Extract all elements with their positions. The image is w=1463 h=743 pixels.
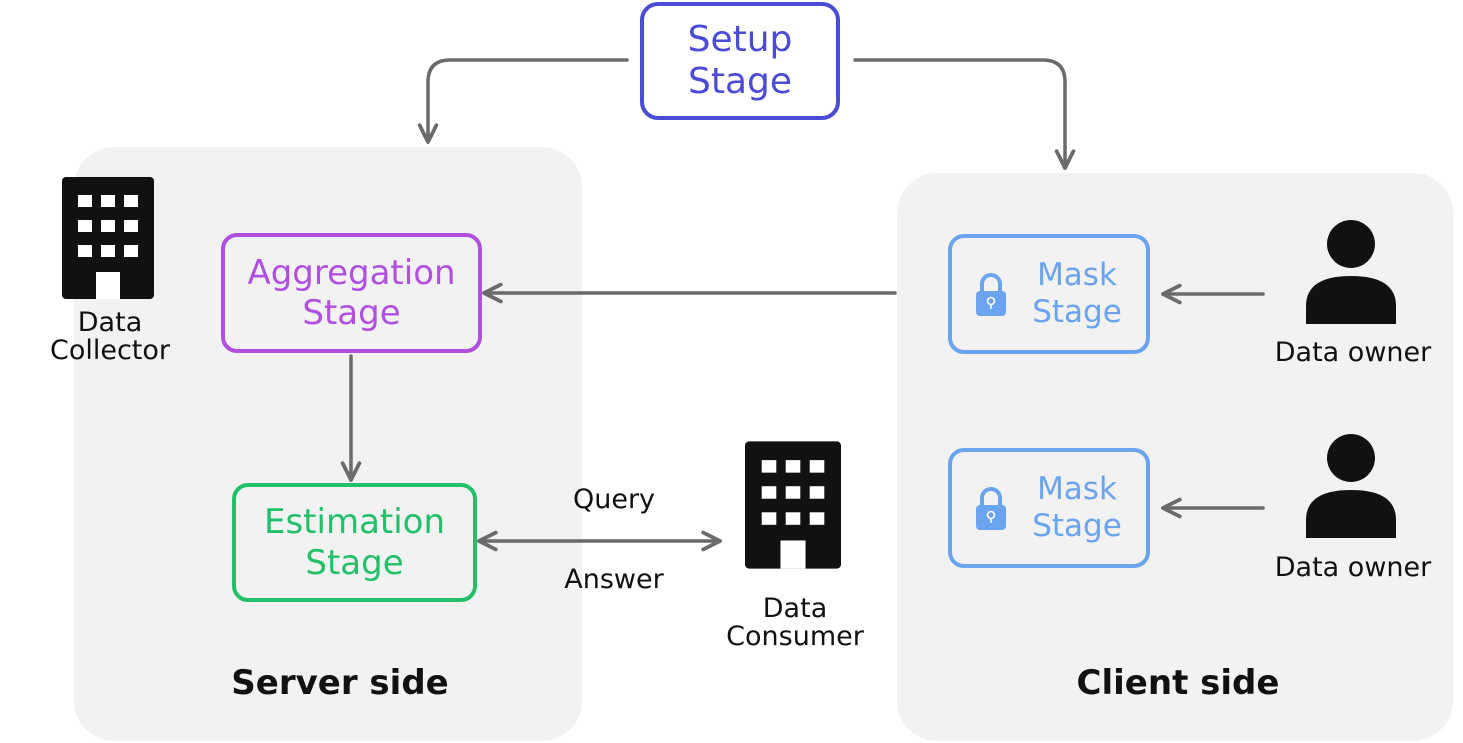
aggregation-stage-label-line1: Aggregation <box>247 252 456 293</box>
estimation-stage-box: Estimation Stage <box>232 483 477 602</box>
aggregation-stage-label-line2: Stage <box>302 293 401 333</box>
client-side-title: Client side <box>1076 663 1280 703</box>
mask-stage-2-label-line2: Stage <box>1032 508 1122 544</box>
data-consumer-label-line2: Consumer <box>726 621 864 653</box>
answer-label: Answer <box>564 564 664 595</box>
setup-to-client-arrow <box>853 58 1076 170</box>
data-consumer-label: Data Consumer <box>695 593 895 653</box>
mask-stage-1-label-line1: Mask <box>1037 257 1117 294</box>
mask-stage-box-1: Mask Stage <box>948 234 1150 354</box>
aggregation-stage-box: Aggregation Stage <box>221 233 482 353</box>
mask-stage-1-label-line2: Stage <box>1032 294 1122 330</box>
data-owner-label-2: Data owner <box>1274 552 1432 583</box>
estimation-stage-label-line2: Stage <box>305 542 404 583</box>
building-icon <box>62 177 154 299</box>
data-consumer-label-line1: Data <box>762 593 828 624</box>
estimation-stage-label-line1: Estimation <box>263 502 446 543</box>
person-icon <box>1306 220 1396 324</box>
data-owner-label-1: Data owner <box>1274 337 1432 368</box>
setup-to-server-arrow <box>417 58 629 144</box>
mask-stage-2-label-line1: Mask <box>1037 471 1117 508</box>
data-collector-label-line2: Collector <box>49 335 171 367</box>
person-icon <box>1306 434 1396 538</box>
lock-icon <box>976 487 1006 530</box>
building-icon <box>745 441 841 569</box>
setup-stage-label-line1: Setup <box>687 18 793 60</box>
server-side-title: Server side <box>231 663 449 703</box>
setup-stage-box: Setup Stage <box>640 2 840 120</box>
setup-stage-label-line2: Stage <box>687 61 793 102</box>
lock-icon <box>976 273 1006 316</box>
data-collector-label: Data Collector <box>16 307 204 367</box>
data-collector-label-line1: Data <box>77 307 143 338</box>
query-label: Query <box>572 484 656 515</box>
mask-stage-box-2: Mask Stage <box>948 448 1150 568</box>
